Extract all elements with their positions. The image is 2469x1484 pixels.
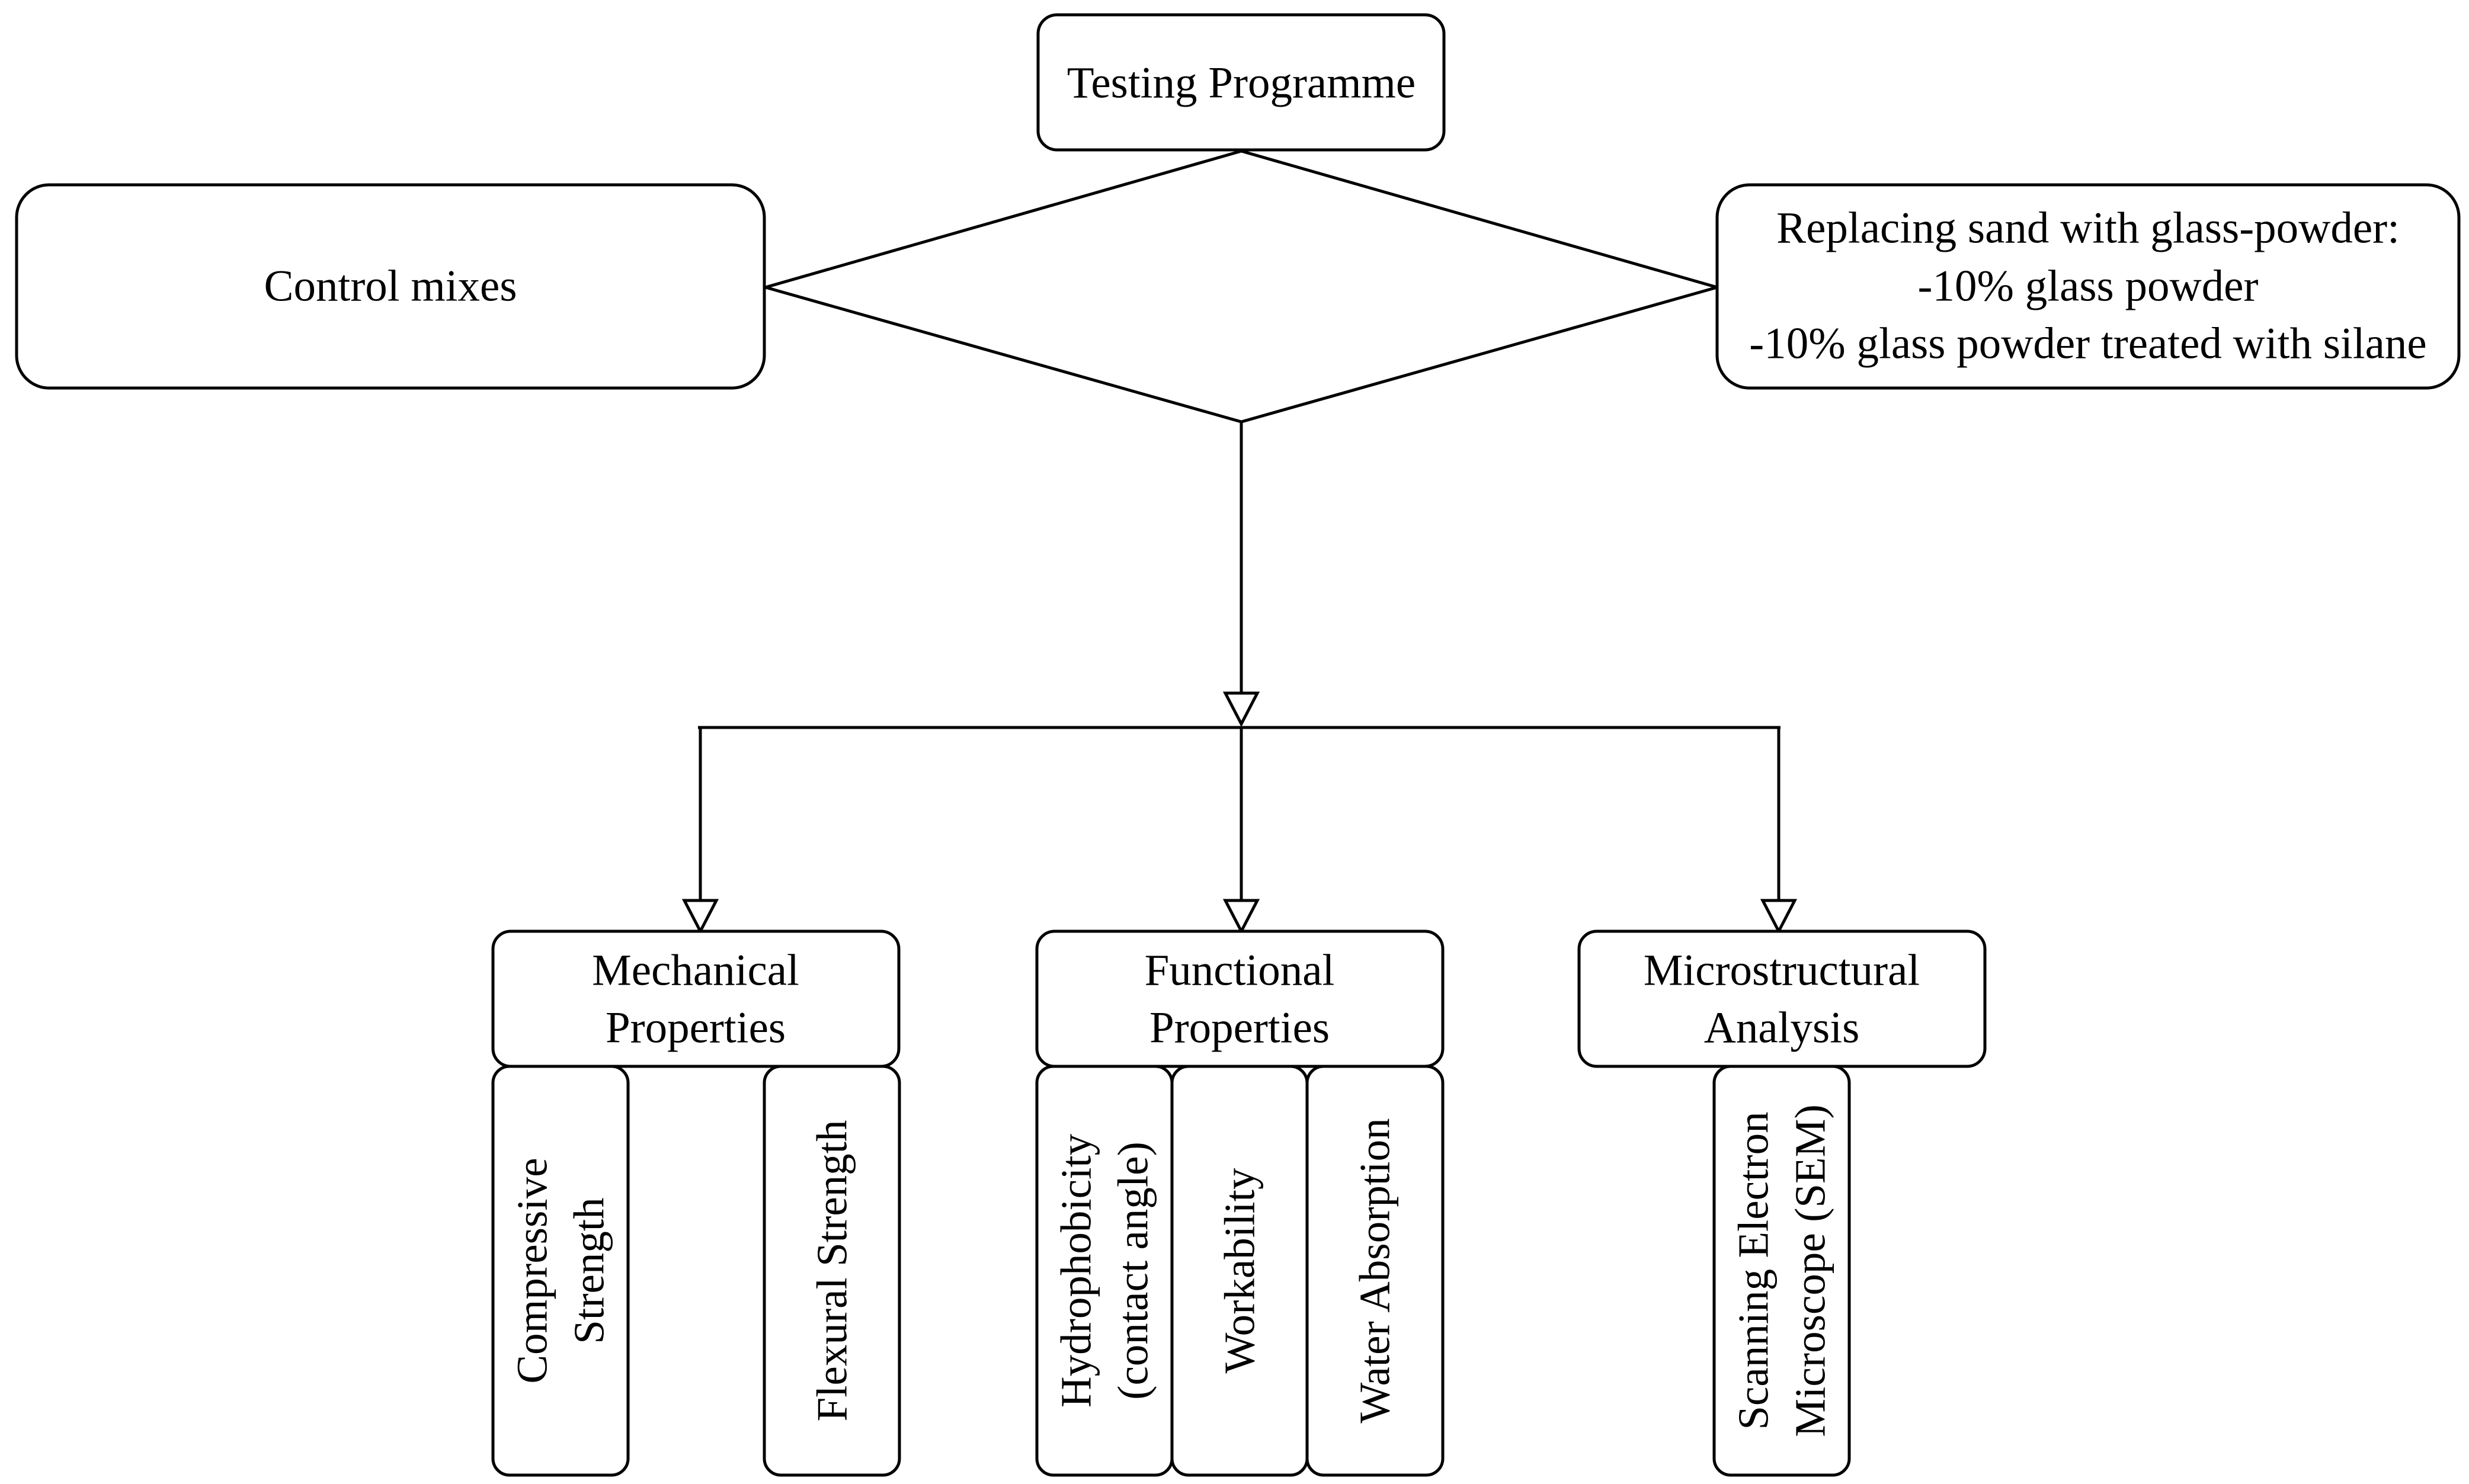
category-microstructural-line-1: Microstructural — [1644, 946, 1920, 995]
test-flexural-line-1: Flexural Strength — [808, 1120, 856, 1422]
root-node: Testing Programme — [1036, 13, 1446, 152]
category-microstructural-line-2: Analysis — [1704, 1004, 1860, 1053]
trunk-arrowhead — [1222, 691, 1260, 727]
glass-powder-node: Replacing sand with glass-powder: -10% g… — [1715, 183, 2461, 390]
test-hydrophobicity-line-1: Hydrophobicity — [1052, 1133, 1100, 1408]
glass-powder-line-1: Replacing sand with glass-powder: — [1776, 204, 2400, 253]
test-compressive-line-2: Strength — [565, 1197, 613, 1344]
test-hydrophobicity-line-2: (contact angle) — [1109, 1142, 1157, 1400]
glass-powder-line-2: -10% glass powder — [1918, 262, 2259, 311]
glass-powder-line-3: -10% glass powder treated with silane — [1749, 319, 2426, 368]
branch-arrowhead-microstructural — [1760, 899, 1798, 935]
category-mechanical: Mechanical Properties — [491, 929, 901, 1068]
root-label: Testing Programme — [1067, 59, 1416, 108]
test-water-absorption: Water Absorption — [1305, 1065, 1445, 1477]
control-mixes-node: Control mixes — [15, 183, 766, 390]
decision-diamond — [760, 149, 1723, 424]
test-sem-line-1: Scanning Electron — [1730, 1111, 1778, 1429]
test-workability: Workability — [1170, 1065, 1309, 1477]
test-sem: Scanning Electron Microscope (SEM) — [1712, 1065, 1851, 1477]
test-workability-line-1: Workability — [1216, 1168, 1264, 1373]
test-hydrophobicity: Hydrophobicity (contact angle) — [1035, 1065, 1174, 1477]
category-mechanical-line-1: Mechanical — [592, 946, 799, 995]
category-functional-line-1: Functional — [1145, 946, 1335, 995]
test-sem-line-2: Microscope (SEM) — [1786, 1104, 1834, 1437]
category-mechanical-line-2: Properties — [606, 1004, 786, 1053]
category-functional-line-2: Properties — [1149, 1004, 1330, 1053]
connectors — [681, 149, 1798, 935]
control-mixes-label: Control mixes — [264, 262, 517, 311]
test-flexural-strength: Flexural Strength — [763, 1065, 901, 1477]
category-microstructural: Microstructural Analysis — [1577, 929, 1987, 1068]
test-compressive-line-1: Compressive — [508, 1158, 556, 1383]
category-functional: Functional Properties — [1035, 929, 1445, 1068]
test-water-absorption-line-1: Water Absorption — [1351, 1118, 1399, 1423]
branch-arrowhead-mechanical — [681, 899, 719, 935]
test-compressive-strength: Compressive Strength — [491, 1065, 630, 1477]
branch-arrowhead-functional — [1222, 899, 1260, 935]
